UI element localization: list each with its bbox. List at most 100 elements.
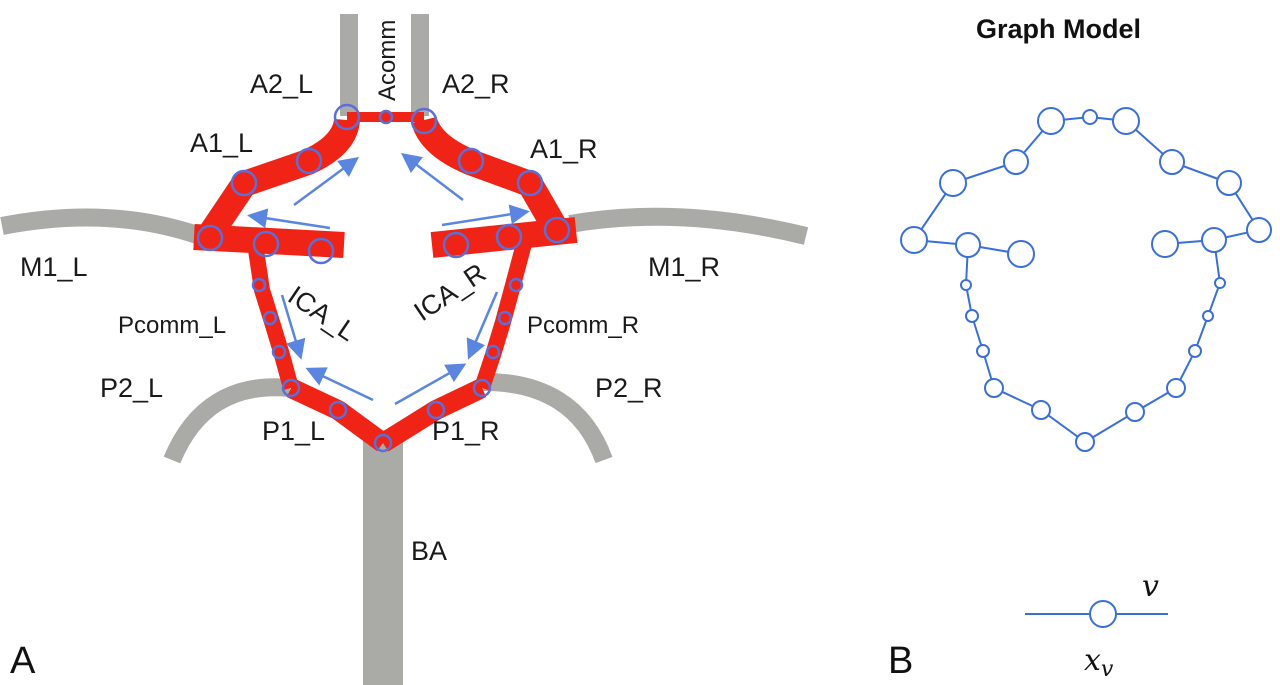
legend-node <box>1089 600 1117 628</box>
graph-node <box>900 226 928 254</box>
graph-node <box>1166 378 1186 398</box>
vessel-m1-left <box>0 208 203 245</box>
node <box>373 433 393 453</box>
vessel-p1-right <box>377 378 487 452</box>
vessel-nodes <box>196 103 571 453</box>
graph-model-title: Graph Model <box>976 14 1141 44</box>
graph-node <box>1201 227 1227 253</box>
graph-node <box>1031 400 1051 420</box>
vessel-a1-left <box>198 117 360 244</box>
vessel-p1-left <box>286 378 389 452</box>
flow-arrow <box>394 363 467 406</box>
graph-node <box>960 279 972 291</box>
node <box>495 223 523 251</box>
node <box>410 107 438 135</box>
label-a2-l: A2_L <box>250 69 313 99</box>
node <box>251 277 267 293</box>
graph-node <box>1159 149 1185 175</box>
legend-feature-label: xv <box>1084 643 1114 682</box>
graph-node <box>1214 277 1226 289</box>
node <box>295 147 323 175</box>
graph-node <box>1125 402 1145 422</box>
label-ba: BA <box>411 536 447 566</box>
node <box>378 109 394 125</box>
node <box>307 237 335 265</box>
graph-node <box>1007 240 1035 268</box>
graph-node <box>1202 310 1214 322</box>
node <box>472 378 492 398</box>
graph-node <box>1003 149 1029 175</box>
label-m1-r: M1_R <box>648 252 720 282</box>
node <box>485 344 501 360</box>
node <box>281 378 301 398</box>
vessel-a1-right <box>411 116 572 243</box>
panel-a-label: A <box>10 640 36 682</box>
flow-arrow <box>280 294 306 360</box>
graph-node <box>955 232 981 258</box>
vessel-pcomm-left <box>248 248 299 391</box>
graph-node <box>984 378 1004 398</box>
node <box>497 310 513 326</box>
node <box>230 169 258 197</box>
graph-node <box>1112 107 1140 135</box>
node <box>543 216 571 244</box>
vessel-pcomm-right <box>474 237 533 391</box>
flow-arrow <box>247 208 331 230</box>
panel-a: A2_L A2_R Acomm A1_L A1_R M1_L M1_R ICA_… <box>0 14 809 685</box>
graph-node <box>1037 107 1065 135</box>
node <box>516 169 544 197</box>
label-m1-l: M1_L <box>20 252 88 282</box>
red-vessels <box>193 112 578 452</box>
label-a1-l: A1_L <box>190 128 253 158</box>
flow-arrow <box>305 367 374 402</box>
vessel-m1-right <box>568 207 809 245</box>
graph-node <box>1188 344 1202 358</box>
flow-arrows <box>247 152 530 406</box>
label-p1-r: P1_R <box>432 416 500 446</box>
label-p2-r: P2_R <box>595 373 663 403</box>
panel-b: Graph Model <box>888 14 1272 682</box>
node <box>262 310 278 326</box>
node <box>328 400 348 420</box>
flow-arrow <box>441 204 530 227</box>
graph-node <box>1216 170 1242 196</box>
graph-node <box>1075 432 1095 452</box>
vessel-p2-left <box>163 378 291 464</box>
graph-legend: v xv <box>1025 569 1168 682</box>
label-a2-r: A2_R <box>442 69 510 99</box>
vessel-p2-right <box>479 372 613 464</box>
node <box>457 147 485 175</box>
node <box>271 344 287 360</box>
graph-node <box>1246 217 1272 243</box>
node <box>426 400 446 420</box>
label-p2-l: P2_L <box>100 373 163 403</box>
flow-arrow <box>401 152 464 201</box>
graph-edge-path <box>912 120 1052 255</box>
flow-arrow <box>293 157 360 207</box>
legend-feature-symbol: x <box>1084 643 1101 678</box>
graph-node <box>1082 109 1098 125</box>
node <box>333 103 361 131</box>
node <box>252 230 280 258</box>
vessel-ica-left-trunk <box>193 224 345 258</box>
graph-node <box>965 309 979 323</box>
legend-node-label: v <box>1142 569 1159 604</box>
graph-node <box>1151 230 1179 258</box>
label-pcomm-r: Pcomm_R <box>527 312 639 339</box>
node <box>508 277 524 293</box>
graph-nodes <box>900 107 1272 452</box>
graph-node <box>939 169 967 197</box>
graph-node <box>976 344 990 358</box>
label-acomm: Acomm <box>374 20 401 101</box>
legend-feature-subscript: v <box>1101 657 1114 682</box>
node <box>196 224 224 252</box>
label-pcomm-l: Pcomm_L <box>118 312 226 339</box>
vessel-ica-right-trunk <box>430 217 578 258</box>
panel-b-label: B <box>888 640 913 682</box>
flow-arrow <box>466 291 499 360</box>
node <box>442 231 470 259</box>
label-a1-r: A1_R <box>530 134 598 164</box>
gray-vessels <box>0 14 809 685</box>
label-p1-l: P1_L <box>262 416 325 446</box>
